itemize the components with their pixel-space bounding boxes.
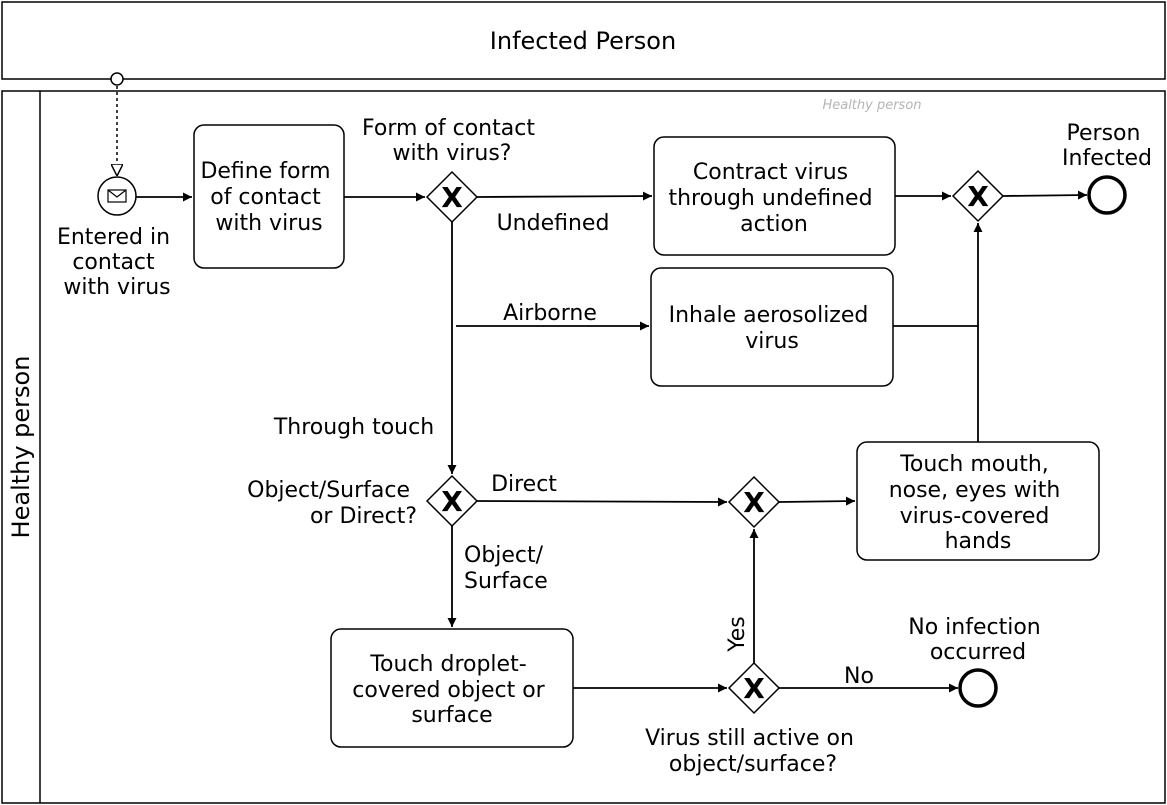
svg-text:X: X bbox=[441, 181, 463, 214]
task-touch-mouth[interactable]: Touch mouth, nose, eyes with virus-cover… bbox=[856, 441, 1100, 561]
task-inhale-virus[interactable]: Inhale aerosolized virus bbox=[650, 267, 894, 387]
flow-direct[interactable] bbox=[476, 497, 728, 507]
gateway-form-question: Form of contact with virus? bbox=[362, 116, 542, 166]
message-flow[interactable] bbox=[110, 72, 124, 176]
pool-healthy-person-title: Healthy person bbox=[7, 356, 35, 539]
flow-merge-to-touch-mouth[interactable] bbox=[778, 496, 856, 506]
svg-text:X: X bbox=[743, 672, 765, 705]
svg-text:X: X bbox=[743, 486, 765, 519]
gateway-object-or-direct[interactable]: X bbox=[425, 474, 479, 528]
flow-label-no: No bbox=[844, 664, 874, 689]
svg-text:X: X bbox=[441, 485, 463, 518]
pool-infected-person-title: Infected Person bbox=[490, 27, 676, 55]
message-flow-origin bbox=[110, 72, 124, 86]
flow-label-airborne: Airborne bbox=[503, 301, 597, 326]
svg-text:Touch droplet- covered o: Touch droplet- covered object or surface bbox=[352, 652, 551, 728]
flow-label-undefined: Undefined bbox=[497, 211, 610, 236]
end-event-no-infection-label: No infection occurred bbox=[908, 615, 1047, 665]
flow-label-through-touch: Through touch bbox=[273, 415, 434, 440]
svg-text:X: X bbox=[967, 180, 989, 213]
end-event-no-infection[interactable] bbox=[958, 668, 998, 708]
svg-text:Define form of contact: Define form of contact with virus bbox=[200, 159, 337, 236]
gateway-object-question: Object/Surface or Direct? bbox=[247, 478, 417, 529]
flow-merge-to-end[interactable] bbox=[1002, 190, 1088, 200]
start-event-label: Entered in contact with virus bbox=[57, 225, 177, 300]
flow-label-yes: Yes bbox=[725, 616, 750, 653]
svg-text:Contract virus through u: Contract virus through undefined action bbox=[668, 160, 879, 237]
envelope-icon bbox=[107, 189, 127, 203]
flow-label-direct: Direct bbox=[491, 472, 557, 497]
pool-watermark: Healthy person bbox=[822, 98, 921, 113]
gateway-active-question: Virus still active on object/surface? bbox=[645, 726, 861, 777]
task-contract-virus[interactable]: Contract virus through undefined action bbox=[653, 136, 896, 256]
task-define-contact-form[interactable]: Define form of contact with virus bbox=[193, 124, 345, 269]
sequence-flows bbox=[136, 190, 1088, 693]
task-touch-droplet-surface[interactable]: Touch droplet- covered object or surface bbox=[330, 628, 574, 748]
flow-undefined[interactable] bbox=[476, 191, 653, 201]
gateway-merge-infected[interactable]: X bbox=[951, 169, 1005, 223]
svg-text:Inhale aerosolized virus: Inhale aerosolized virus bbox=[669, 303, 876, 354]
svg-text:Touch mouth, nose, eyes: Touch mouth, nose, eyes with virus-cover… bbox=[889, 452, 1068, 554]
start-event-message[interactable] bbox=[97, 176, 137, 216]
gateway-virus-active[interactable]: X bbox=[727, 661, 781, 715]
pool-infected-person[interactable]: Infected Person bbox=[1, 1, 1166, 80]
gateway-merge-touch[interactable]: X bbox=[727, 475, 781, 529]
end-event-infected-label: Person Infected bbox=[1062, 121, 1152, 171]
flow-label-object-surface: Object/ Surface bbox=[464, 543, 550, 594]
end-event-person-infected[interactable] bbox=[1087, 175, 1127, 215]
